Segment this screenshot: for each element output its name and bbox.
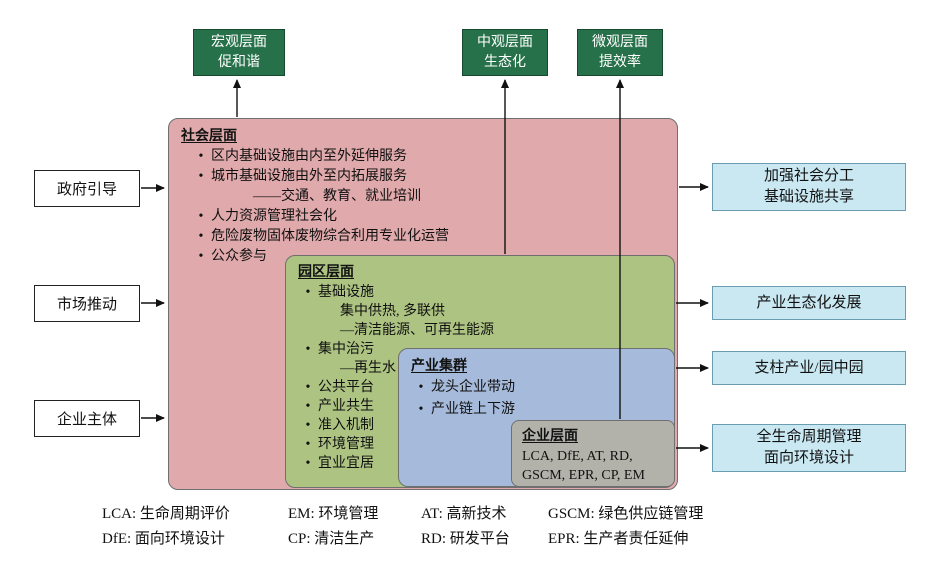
driver-market: 市场推动: [34, 285, 140, 322]
park-item: 准入机制: [298, 416, 674, 435]
legend-entry-rd: RD: 研发平台: [421, 531, 510, 547]
park-layer-list: 基础设施 集中供热, 多联供 —清洁能源、可再生能源 集中治污 —再生水 公共平…: [298, 283, 674, 473]
cluster-layer-title: 产业集群: [411, 359, 467, 374]
cluster-item-text: 产业链上下游: [431, 402, 515, 417]
society-item: 区内基础设施由内至外延伸服务: [191, 147, 677, 167]
park-item-text: 宜业宜居: [318, 456, 374, 471]
society-subitem: ——交通、教育、就业培训: [191, 187, 677, 207]
outcome-lifecycle-management-line2: 面向环境设计: [763, 450, 854, 466]
park-item: 产业共生: [298, 397, 674, 416]
cluster-item-text: 龙头企业带动: [431, 380, 515, 395]
society-item-text: 城市基础设施由外至内拓展服务: [211, 169, 407, 184]
top-label-meso-line2: 生态化: [484, 54, 526, 70]
park-subitem: 集中供热, 多联供: [298, 302, 674, 321]
park-item-text: 环境管理: [318, 437, 374, 452]
cluster-item: 产业链上下游: [411, 399, 674, 421]
society-item-text: 人力资源管理社会化: [211, 209, 337, 224]
top-label-meso-line1: 中观层面: [477, 34, 533, 50]
park-subitem: —清洁能源、可再生能源: [298, 321, 674, 340]
park-item: 公共平台: [298, 378, 674, 397]
society-item: 人力资源管理社会化: [191, 207, 677, 227]
outcome-social-division: 加强社会分工 基础设施共享: [712, 163, 906, 211]
enterprise-tools-line1: LCA, DfE, AT, RD,: [522, 449, 633, 464]
society-item: 公众参与: [191, 247, 677, 267]
cluster-item: 龙头企业带动: [411, 377, 674, 399]
legend-entry-gscm: GSCM: 绿色供应链管理: [548, 506, 704, 522]
society-item-text: 公众参与: [211, 249, 267, 264]
legend-entry-epr: EPR: 生产者责任延伸: [548, 531, 689, 547]
society-item: 城市基础设施由外至内拓展服务: [191, 167, 677, 187]
top-label-macro: 宏观层面 促和谐: [193, 29, 285, 76]
park-item: 环境管理: [298, 435, 674, 454]
top-label-macro-line1: 宏观层面: [211, 34, 267, 50]
society-item-text: 危险废物固体废物综合利用专业化运营: [211, 229, 449, 244]
outcome-lifecycle-management: 全生命周期管理 面向环境设计: [712, 424, 906, 472]
legend: LCA: 生命周期评价 EM: 环境管理 AT: 高新技术 GSCM: 绿色供应…: [102, 502, 703, 548]
outcome-lifecycle-management-line1: 全生命周期管理: [756, 429, 862, 445]
legend-entry-cp: CP: 清洁生产: [288, 531, 375, 547]
top-label-micro: 微观层面 提效率: [577, 29, 663, 76]
park-item-text: 基础设施: [318, 285, 374, 300]
driver-government: 政府引导: [34, 170, 140, 207]
outcome-social-division-line2: 基础设施共享: [763, 189, 854, 205]
society-layer-list: 区内基础设施由内至外延伸服务 城市基础设施由外至内拓展服务 ——交通、教育、就业…: [181, 147, 677, 267]
society-item-text: 区内基础设施由内至外延伸服务: [211, 149, 407, 164]
park-item-text: 集中治污: [318, 342, 374, 357]
society-item-text: ——交通、教育、就业培训: [253, 189, 421, 204]
park-item-text: 公共平台: [318, 380, 374, 395]
park-item: 基础设施: [298, 283, 674, 302]
cluster-layer-list: 龙头企业带动 产业链上下游: [411, 377, 674, 421]
society-layer-title: 社会层面: [181, 129, 237, 144]
park-layer-title: 园区层面: [298, 265, 354, 280]
park-item: 宜业宜居: [298, 454, 674, 473]
outcome-pillar-industry-line1: 支柱产业/园中园: [754, 359, 864, 376]
park-item: 集中治污: [298, 340, 674, 359]
park-item-text: —清洁能源、可再生能源: [340, 323, 494, 338]
park-item-text: 集中供热, 多联供: [340, 304, 445, 319]
driver-market-label: 市场推动: [56, 297, 117, 313]
park-subitem: —再生水: [298, 359, 674, 378]
enterprise-layer-box: 企业层面 LCA, DfE, AT, RD, GSCM, EPR, CP, EM: [511, 420, 675, 487]
legend-entry-lca: LCA: 生命周期评价: [102, 506, 230, 522]
society-item: 危险废物固体废物综合利用专业化运营: [191, 227, 677, 247]
legend-entry-at: AT: 高新技术: [421, 506, 507, 522]
driver-enterprise-label: 企业主体: [56, 412, 117, 428]
driver-enterprise: 企业主体: [34, 400, 140, 437]
outcome-industrial-ecology: 产业生态化发展: [712, 286, 906, 320]
cluster-layer-box: 产业集群 龙头企业带动 产业链上下游: [398, 348, 675, 487]
top-label-macro-line2: 促和谐: [218, 54, 260, 70]
top-label-micro-line2: 提效率: [599, 54, 641, 70]
legend-entry-dfe: DfE: 面向环境设计: [102, 531, 225, 547]
park-item-text: —再生水: [340, 361, 396, 376]
outcome-social-division-line1: 加强社会分工: [763, 168, 854, 184]
park-item-text: 产业共生: [318, 399, 374, 414]
outcome-industrial-ecology-line1: 产业生态化发展: [756, 294, 862, 311]
top-label-micro-line1: 微观层面: [592, 34, 648, 50]
enterprise-layer-title: 企业层面: [522, 429, 578, 444]
outcome-pillar-industry: 支柱产业/园中园: [712, 351, 906, 385]
legend-entry-em: EM: 环境管理: [288, 506, 379, 522]
park-item-text: 准入机制: [318, 418, 374, 433]
driver-government-label: 政府引导: [56, 182, 117, 198]
top-label-meso: 中观层面 生态化: [462, 29, 548, 76]
enterprise-tools-line2: GSCM, EPR, CP, EM: [522, 468, 645, 483]
